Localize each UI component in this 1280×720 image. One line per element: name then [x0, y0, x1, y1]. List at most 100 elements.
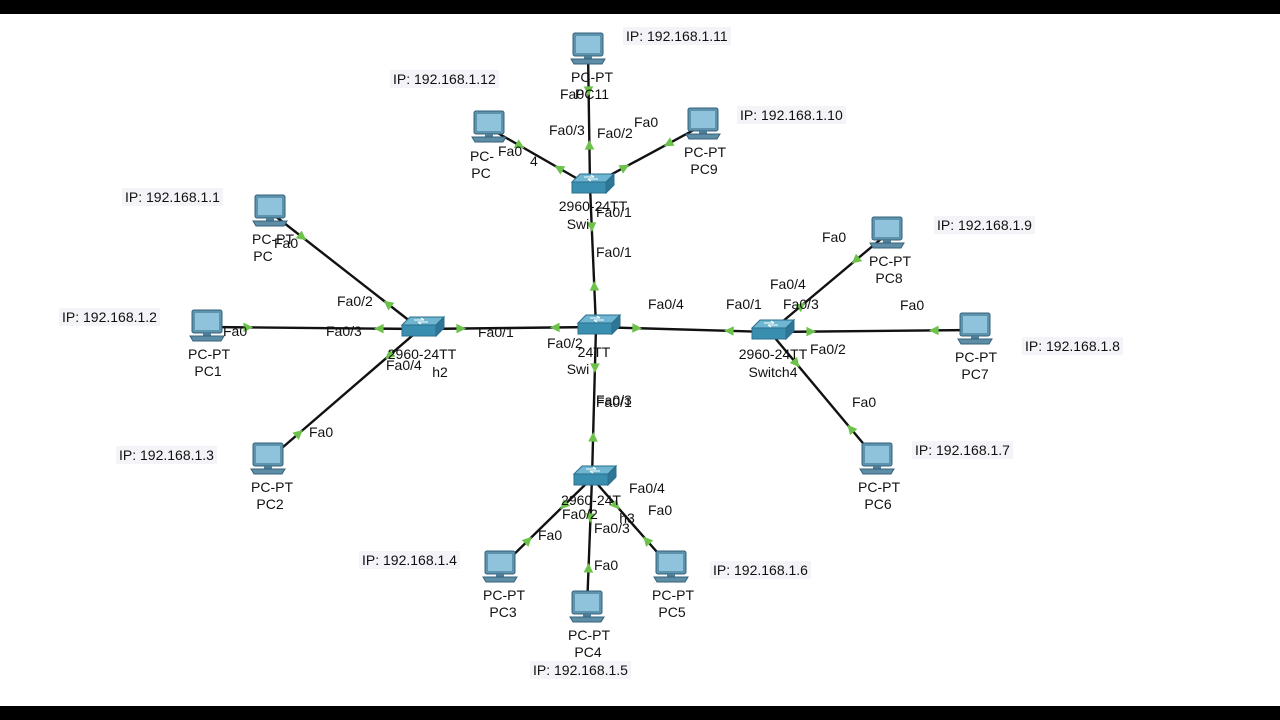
switch-name-label: Switch4	[748, 364, 798, 380]
port-up-indicator	[585, 513, 596, 523]
pc-icon[interactable]	[869, 216, 905, 249]
port-label: Fa0	[822, 229, 847, 245]
pc-name-label: PC7	[961, 366, 989, 382]
topology-drawing	[189, 32, 993, 623]
port-up-indicator	[632, 323, 642, 333]
port-up-indicator	[521, 536, 532, 547]
pc-type-label: PC-PT	[568, 627, 610, 643]
port-label: Fa0/3	[594, 520, 630, 536]
port-up-indicator	[554, 165, 566, 175]
pc-ip-label: IP: 192.168.1.7	[912, 441, 1013, 459]
cable-sw-top-pc11[interactable]	[586, 49, 592, 187]
switch-model-label: 2960-24TT	[558, 198, 628, 214]
pc-ip-label: IP: 192.168.1.6	[710, 561, 811, 579]
pc-icon[interactable]	[482, 550, 518, 583]
pc-type-label: PC-PT	[188, 346, 230, 362]
port-label: Fa0	[274, 235, 299, 251]
pc-icon[interactable]	[570, 32, 606, 65]
port-up-indicator	[292, 430, 303, 440]
cable-sw-center-sw-top[interactable]	[588, 185, 598, 328]
port-up-indicator	[609, 499, 620, 510]
pc-ip-label: IP: 192.168.1.3	[116, 446, 217, 464]
pc-icon[interactable]	[252, 194, 288, 227]
pc-name-label: PC8	[875, 270, 903, 286]
switch-icon[interactable]	[572, 464, 618, 487]
port-label: Fa0	[648, 502, 673, 518]
port-up-indicator	[383, 300, 395, 311]
port-label: Fa0	[560, 86, 585, 102]
pc-name-label: PC6	[864, 496, 892, 512]
port-label: Fa0/2	[597, 125, 633, 141]
switch-model-label: 2960-24T	[561, 492, 621, 508]
port-label: Fa0/3	[326, 323, 362, 339]
pc-icon[interactable]	[471, 110, 507, 143]
cable-sw-left-pc0[interactable]	[269, 211, 421, 330]
port-label: Fa0/2	[337, 293, 373, 309]
port-up-indicator	[724, 326, 734, 336]
port-up-indicator	[560, 499, 571, 510]
port-up-indicator	[663, 137, 675, 147]
port-label: Fa0/4	[770, 276, 806, 292]
pc-name-label: PC9	[690, 161, 718, 177]
cable-sw-center-sw-left[interactable]	[419, 325, 597, 331]
pc-icon[interactable]	[653, 550, 689, 583]
switch-name-label: Swi	[566, 216, 590, 232]
pc-type-label: PC-PT	[684, 144, 726, 160]
cable-sw-bottom-pc4[interactable]	[585, 477, 594, 609]
port-up-indicator	[583, 86, 594, 96]
cable-sw-right-pc6[interactable]	[769, 331, 878, 461]
switch-icon[interactable]	[576, 313, 622, 336]
pc-ip-label: IP: 192.168.1.11	[623, 27, 731, 45]
pc-name-label: PC11	[575, 86, 609, 102]
cable-sw-center-sw-bottom[interactable]	[590, 326, 598, 479]
port-label: 4	[530, 153, 538, 169]
port-label: Fa0	[309, 424, 334, 440]
pc-icon[interactable]	[189, 309, 225, 342]
port-up-indicator	[643, 536, 654, 547]
pc-name-label: PC3	[489, 604, 517, 620]
port-label: Fa0/1	[596, 204, 632, 220]
cable-sw-center-sw-right[interactable]	[595, 325, 771, 334]
port-label: Fa0/1	[478, 324, 514, 340]
port-up-indicator	[385, 349, 396, 359]
port-label: Fa0/4	[629, 480, 665, 496]
cable-sw-right-pc7[interactable]	[769, 328, 976, 334]
pc-name-label: PC1	[194, 363, 222, 379]
port-up-indicator	[584, 140, 595, 150]
pc-type-label: PC-PT	[869, 253, 911, 269]
pc-ip-label: IP: 192.168.1.10	[737, 106, 846, 124]
pc-icon[interactable]	[569, 590, 605, 623]
port-up-indicator	[794, 302, 806, 313]
port-label: Fa0/1	[596, 394, 632, 410]
pc-icon[interactable]	[957, 312, 993, 345]
pc-icon[interactable]	[859, 442, 895, 475]
port-up-indicator	[513, 139, 525, 149]
cable-sw-left-pc2[interactable]	[267, 328, 421, 461]
pc-type-label: PC-PT	[858, 479, 900, 495]
pc-name-label: PC	[471, 165, 491, 181]
port-up-indicator	[589, 281, 600, 291]
cable-sw-right-pc8[interactable]	[769, 233, 888, 333]
pc-type-label: PC-PT	[251, 479, 293, 495]
switch-model-label: 2960-24TT	[738, 346, 808, 362]
port-label: Fa0	[852, 394, 877, 410]
port-up-indicator	[806, 326, 816, 337]
port-up-indicator	[243, 322, 253, 333]
switch-name-label: h3	[619, 510, 635, 526]
switch-icon[interactable]	[400, 315, 446, 338]
pc-icon[interactable]	[250, 442, 286, 475]
port-indicators	[243, 86, 939, 573]
switch-icon[interactable]	[750, 318, 796, 341]
pc-icon[interactable]	[685, 107, 721, 140]
port-label: Fa0	[498, 143, 523, 159]
pc-ip-label: IP: 192.168.1.8	[1022, 337, 1123, 355]
switch-icon[interactable]	[570, 172, 616, 195]
port-up-indicator	[456, 323, 466, 334]
cable-sw-left-pc1[interactable]	[206, 325, 421, 331]
port-up-indicator	[295, 230, 307, 241]
port-label: Fa0/2	[810, 341, 846, 357]
pc-type-label: PC-PT	[252, 231, 294, 247]
port-up-indicator	[550, 322, 560, 333]
pc-type-label: PC-PT	[652, 587, 694, 603]
port-label: Fa0	[900, 297, 925, 313]
